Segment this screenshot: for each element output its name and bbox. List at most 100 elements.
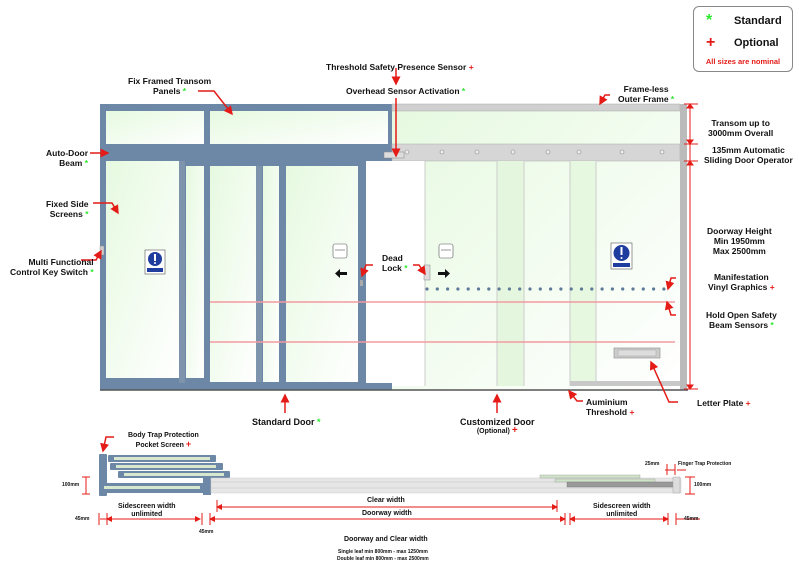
label-line: Screens <box>49 209 83 219</box>
standard-marker-icon: * <box>404 263 408 273</box>
manifestation-dot <box>662 287 666 291</box>
dim-right-edge: 45mm <box>684 516 699 522</box>
label-transom-height: Transom up to 3000mm Overall <box>708 118 773 138</box>
optional-plus-icon: + <box>706 34 716 51</box>
label-text: Overhead Sensor Activation <box>346 86 460 96</box>
overhead-sensor <box>383 151 405 159</box>
standard-marker-icon: * <box>770 320 774 330</box>
label-line: Multi Functional <box>28 257 94 267</box>
label-line: 3000mm Overall <box>708 128 774 138</box>
operator-bolt <box>576 149 582 155</box>
manifestation-dot <box>518 287 522 291</box>
plan-dimensions <box>82 464 700 525</box>
legend-note: All sizes are nominal <box>705 57 781 66</box>
manifestation-dot <box>569 287 573 291</box>
label-line: Dead <box>382 253 403 263</box>
mandatory-sign-left <box>144 249 166 275</box>
dim-mid-edge: 45mm <box>199 529 214 535</box>
label-line: unlimited <box>606 511 638 518</box>
manifestation-dot <box>631 287 635 291</box>
vertical-dimensions <box>684 103 698 390</box>
label-frameless-outer-frame: Frame-less Outer Frame * <box>618 84 674 104</box>
label-line: Auto-Door <box>46 148 89 158</box>
label-fixed-side-screens: Fixed Side Screens * <box>46 199 89 219</box>
label-line: Sidescreen width <box>118 503 176 510</box>
label-body-trap: Body Trap Protection Pocket Screen + <box>128 432 199 450</box>
plan-view <box>99 454 682 496</box>
label-line: Sidescreen width <box>593 503 651 510</box>
manifestation-dot <box>538 287 542 291</box>
manifestation-dot <box>446 287 450 291</box>
legend: * Standard + Optional All sizes are nomi… <box>693 6 793 72</box>
transom-panel-left <box>106 111 204 144</box>
label-line: Min 1950mm <box>713 236 765 246</box>
label-dead-lock: Dead Lock * <box>382 253 408 273</box>
label-text: Standard Door <box>252 417 315 427</box>
dim-left-depth: 100mm <box>62 482 80 488</box>
dim-finger-gap: 25mm <box>645 461 660 467</box>
arrow-left-icon <box>335 269 347 278</box>
label-line: Doorway Height <box>707 226 772 236</box>
label-text: Letter Plate <box>697 398 744 408</box>
label-overhead-sensor: Overhead Sensor Activation * <box>346 86 465 96</box>
label-hold-open-sensors: Hold Open Safety Beam Sensors * <box>706 310 777 330</box>
standard-marker-icon: * <box>461 86 466 96</box>
operator-bolt <box>545 149 551 155</box>
label-doorway-height: Doorway Height Min 1950mm Max 2500mm <box>707 226 772 256</box>
label-line: Threshold <box>586 407 628 417</box>
optional-marker-icon: + <box>511 425 518 436</box>
optional-marker-icon: + <box>769 282 775 292</box>
manifestation-dot <box>435 287 439 291</box>
operator-bolt <box>619 149 625 155</box>
manifestation-dot <box>476 287 481 291</box>
label-line: Beam Sensors <box>709 320 769 330</box>
dead-lock-left <box>360 280 363 286</box>
label-subtext: (Optional) <box>476 428 510 435</box>
manifestation-dot <box>456 287 460 291</box>
label-manifestation: Manifestation Vinyl Graphics + <box>708 272 775 292</box>
dim-sidescreen-left: Sidescreen width unlimited <box>118 503 176 519</box>
standard-marker-icon: * <box>90 267 94 277</box>
arrow-right-icon <box>438 269 450 278</box>
summary-title: Doorway and Clear width <box>344 536 428 543</box>
label-line: Outer Frame <box>618 94 669 104</box>
label-aluminium-threshold: Auminium Threshold + <box>586 397 634 417</box>
manifestation-dot <box>652 287 656 291</box>
manifestation-dot <box>579 287 584 291</box>
label-customized-door: Customized Door (Optional) + <box>460 417 535 436</box>
manifestation-dot <box>641 287 645 291</box>
label-threshold-sensor: Threshold Safety Presence Sensor + <box>326 62 474 72</box>
dim-left-edge: 45mm <box>75 516 90 522</box>
manifestation-dot <box>487 287 491 291</box>
operator-bolt <box>474 149 480 155</box>
label-letter-plate: Letter Plate + <box>697 398 751 408</box>
label-line: Auminium <box>586 397 628 407</box>
label-auto-door-beam: Auto-Door Beam * <box>46 148 88 168</box>
manifestation-dot <box>497 287 501 291</box>
manifestation-dot <box>610 287 615 291</box>
manifestation-dot <box>559 287 563 291</box>
legend-optional-label: Optional <box>734 37 779 49</box>
label-text: Threshold Safety Presence Sensor <box>326 62 467 72</box>
label-finger-trap: Finger Trap Protection <box>678 461 732 467</box>
label-line: Frame-less <box>623 84 669 94</box>
legend-standard-label: Standard <box>734 15 782 27</box>
fixed-side-screen-left <box>106 161 179 378</box>
optional-marker-icon: + <box>185 439 192 449</box>
outer-frame-edge <box>680 104 687 390</box>
operator-bolt <box>439 149 445 155</box>
manifestation-dot <box>590 287 594 291</box>
label-line: unlimited <box>131 511 163 518</box>
mandatory-sign-right <box>610 242 633 270</box>
manifestation-dots <box>425 287 666 291</box>
dim-clear-width: Clear width <box>367 497 405 504</box>
automatic-door-sign-right <box>438 243 454 278</box>
dim-doorway-width: Doorway width <box>362 510 412 517</box>
operator-bolt <box>404 149 410 155</box>
operator-bolt <box>659 149 665 155</box>
manifestation-dot <box>600 287 604 291</box>
label-line: Control Key Switch <box>10 267 88 277</box>
label-standard-door: Standard Door * <box>252 417 321 427</box>
framed-section <box>100 104 392 390</box>
